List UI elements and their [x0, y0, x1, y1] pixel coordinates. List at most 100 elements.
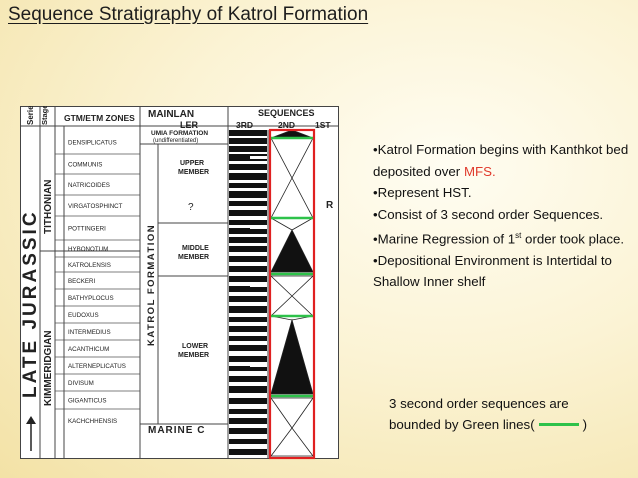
mfs-highlight: MFS.: [463, 163, 496, 179]
third-order-bed: [229, 164, 267, 170]
third-order-bed: [229, 220, 267, 225]
header-sequences: SEQUENCES: [258, 108, 315, 118]
bullet-5: •Depositional Environment is Intertidal …: [373, 252, 612, 290]
zone-label: NATRICOIDES: [68, 182, 110, 189]
third-order-bed: [229, 276, 267, 282]
third-order-bed: [229, 296, 267, 302]
third-order-bed: [229, 146, 267, 152]
middle-member-1: MIDDLE: [182, 245, 209, 252]
zone-label: BATHYPLOCUS: [68, 295, 114, 302]
second-order-triangle: [270, 318, 314, 395]
lower-member-2: MEMBER: [178, 352, 209, 359]
footnote-line-1: 3 second order sequences are: [389, 396, 569, 411]
third-order-bed: [229, 317, 267, 322]
third-order-bed: [229, 246, 267, 252]
third-order-bed: [229, 336, 267, 341]
footnote-line-2: bounded by Green lines(): [389, 417, 588, 432]
zone-label: BECKERI: [68, 278, 95, 285]
bullet-4: •Marine Regression of 1st order took pla…: [373, 231, 625, 247]
zone-label: VIRGATOSPHINCT: [68, 203, 123, 210]
third-order-gap: [250, 226, 267, 229]
third-order-bed: [229, 366, 267, 371]
zone-label: GIGANTICUS: [68, 398, 107, 405]
header-ler: LER: [180, 120, 199, 130]
third-order-sequences: [229, 130, 267, 455]
third-order-bed: [229, 376, 267, 382]
header-3rd: 3RD: [236, 120, 253, 130]
second-order-red-frame: [268, 128, 316, 460]
zone-label: HYBONOTUM: [68, 246, 108, 253]
zone-label: EUDOXUS: [68, 312, 99, 319]
marine-label: MARINE C: [148, 425, 205, 436]
zone-label: DENSIPLICATUS: [68, 140, 117, 147]
third-order-bed: [229, 237, 267, 243]
katrol-formation-label: KATROL FORMATION: [146, 224, 157, 346]
third-order-bed: [229, 201, 267, 206]
third-order-bed: [229, 356, 267, 362]
bullet-1: •Katrol Formation begins with Kanthkot b…: [373, 142, 629, 179]
bullet-list: •Katrol Formation begins with Kanthkot b…: [373, 139, 635, 293]
third-order-bed: [229, 409, 267, 414]
third-order-bed: [229, 449, 267, 455]
header-series: Series: [26, 106, 35, 125]
lower-member-1: LOWER: [182, 343, 208, 350]
zone-label: ALTERNEPLICATUS: [68, 363, 126, 370]
upper-member-1: UPPER: [180, 160, 204, 167]
question-mark: ?: [188, 202, 194, 213]
third-order-bed: [229, 306, 267, 313]
zone-label: ACANTHICUM: [68, 346, 109, 353]
bullet-2: •Represent HST.: [373, 185, 472, 200]
third-order-bed: [229, 439, 267, 444]
third-order-bed: [229, 138, 267, 144]
third-order-bed: [229, 286, 267, 292]
third-order-bed: [229, 154, 267, 161]
stratigraphy-figure: Series Stages GTM/ETM ZONES MAINLAN LER …: [20, 106, 339, 460]
header-mainland: MAINLAN: [148, 109, 194, 120]
header-2nd: 2ND: [278, 120, 295, 130]
third-order-bed: [229, 428, 267, 434]
third-order-bed: [229, 256, 267, 262]
zone-label: DIVISUM: [68, 380, 94, 387]
zone-label: KACHCHHENSIS: [68, 418, 117, 425]
second-order-triangle: [270, 397, 314, 429]
first-order-r: R: [326, 200, 334, 211]
footnote: 3 second order sequences are bounded by …: [389, 393, 634, 435]
header-zones: GTM/ETM ZONES: [64, 113, 135, 123]
third-order-bed: [229, 266, 267, 272]
third-order-gap: [250, 156, 267, 159]
third-order-bed: [229, 418, 267, 424]
second-order-triangle: [270, 427, 314, 457]
third-order-bed: [229, 173, 267, 180]
zone-label: INTERMEDIUS: [68, 329, 111, 336]
green-line-swatch: [538, 422, 579, 426]
second-order-triangle: [270, 275, 314, 297]
third-order-bed: [229, 183, 267, 188]
zone-label: COMMUNIS: [68, 162, 102, 169]
down-arrow: [26, 416, 36, 451]
zone-list: DENSIPLICATUS COMMUNIS NATRICOIDES VIRGATOS…: [55, 140, 140, 425]
header-stages: Stages: [40, 106, 49, 125]
zone-label: POTTINGERI: [68, 226, 106, 233]
third-order-bed: [229, 191, 267, 198]
third-order-gap: [250, 364, 267, 367]
stage-tithonian: TITHONIAN: [43, 180, 54, 234]
umia-formation-sub: (undifferentiated): [153, 138, 198, 144]
third-order-bed: [229, 130, 267, 136]
third-order-bed: [229, 386, 267, 393]
umia-formation-label: UMIA FORMATION: [151, 130, 208, 137]
stage-kimmeridgian: KIMMERIDGIAN: [43, 330, 54, 406]
upper-member-2: MEMBER: [178, 169, 209, 176]
series-late-jurassic: LATE JURASSIC: [20, 209, 41, 398]
second-order-sequences: [269, 129, 315, 457]
third-order-gap: [250, 284, 267, 287]
header-1st: 1ST: [315, 120, 331, 130]
zone-label: KATROLENSIS: [68, 262, 111, 269]
third-order-bed: [229, 345, 267, 351]
second-order-triangle: [270, 229, 314, 273]
bullet-3: •Consist of 3 second order Sequences.: [373, 206, 604, 222]
middle-member-2: MEMBER: [178, 254, 209, 261]
slide-title: Sequence Stratigraphy of Katrol Formatio…: [8, 4, 369, 25]
third-order-bed: [229, 210, 267, 216]
third-order-bed: [229, 326, 267, 332]
third-order-bed: [229, 228, 267, 234]
